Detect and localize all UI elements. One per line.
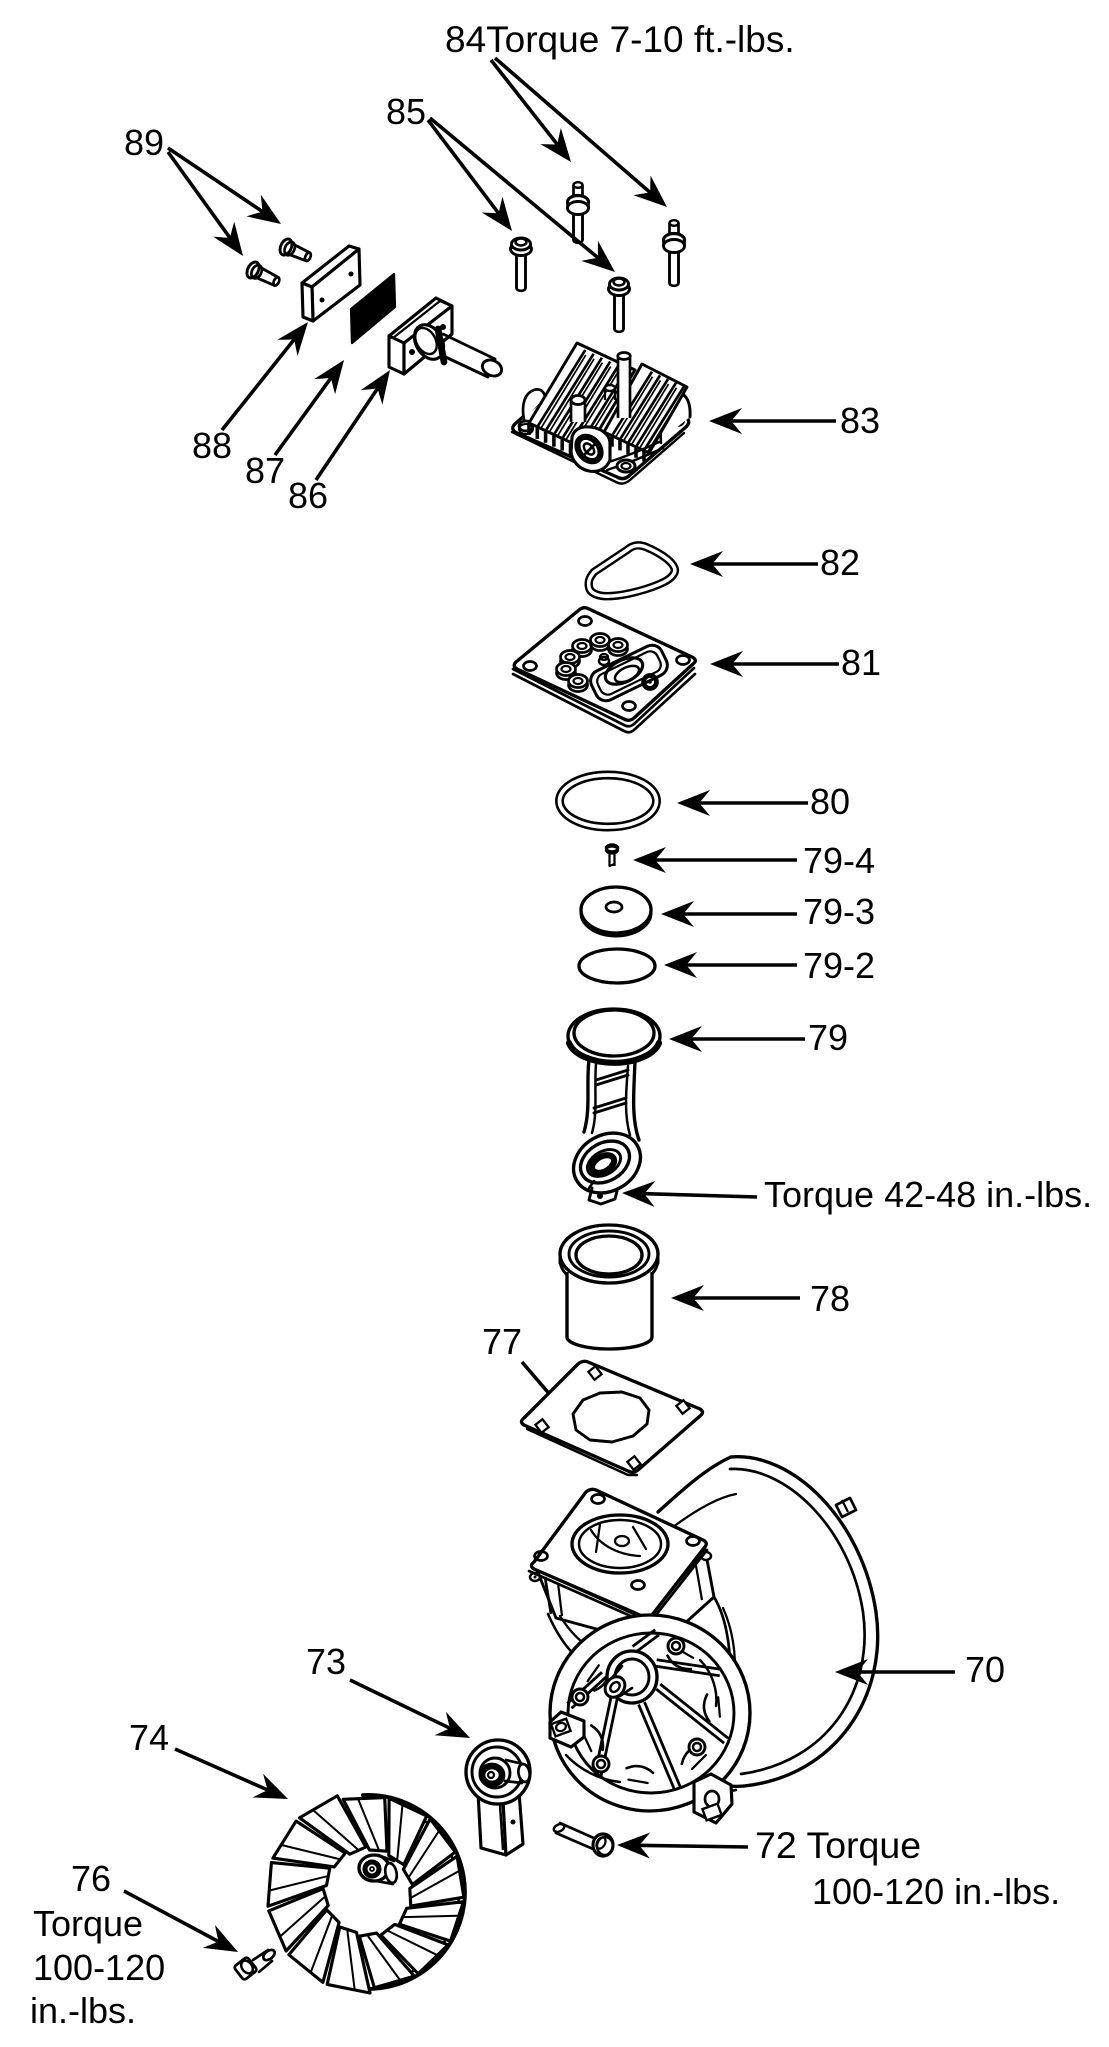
svg-text:82: 82 — [820, 542, 860, 583]
svg-text:in.-lbs.: in.-lbs. — [30, 1990, 136, 2031]
svg-text:72 Torque: 72 Torque — [755, 1824, 921, 1866]
svg-text:86: 86 — [288, 475, 328, 516]
svg-text:74: 74 — [129, 1717, 169, 1758]
svg-text:77: 77 — [482, 1321, 522, 1362]
svg-text:Torque 42-48 in.-lbs.: Torque 42-48 in.-lbs. — [764, 1174, 1092, 1215]
svg-text:79-2: 79-2 — [803, 945, 875, 986]
svg-text:81: 81 — [841, 642, 881, 683]
svg-text:85: 85 — [386, 91, 426, 132]
svg-text:78: 78 — [810, 1278, 850, 1319]
svg-text:84Torque 7-10 ft.-lbs.: 84Torque 7-10 ft.-lbs. — [445, 19, 795, 60]
svg-text:83: 83 — [840, 400, 880, 441]
svg-text:88: 88 — [192, 425, 232, 466]
svg-text:100-120 in.-lbs.: 100-120 in.-lbs. — [812, 1871, 1060, 1912]
svg-text:89: 89 — [124, 122, 164, 163]
svg-text:73: 73 — [306, 1641, 346, 1682]
svg-text:76: 76 — [71, 1858, 111, 1899]
svg-text:87: 87 — [245, 450, 285, 491]
svg-text:79-4: 79-4 — [803, 840, 875, 881]
svg-text:70: 70 — [965, 1649, 1005, 1690]
svg-text:Torque: Torque — [33, 1903, 143, 1944]
svg-text:79-3: 79-3 — [803, 891, 875, 932]
svg-text:79: 79 — [808, 1017, 848, 1058]
svg-text:80: 80 — [810, 781, 850, 822]
svg-text:100-120: 100-120 — [33, 1947, 165, 1988]
